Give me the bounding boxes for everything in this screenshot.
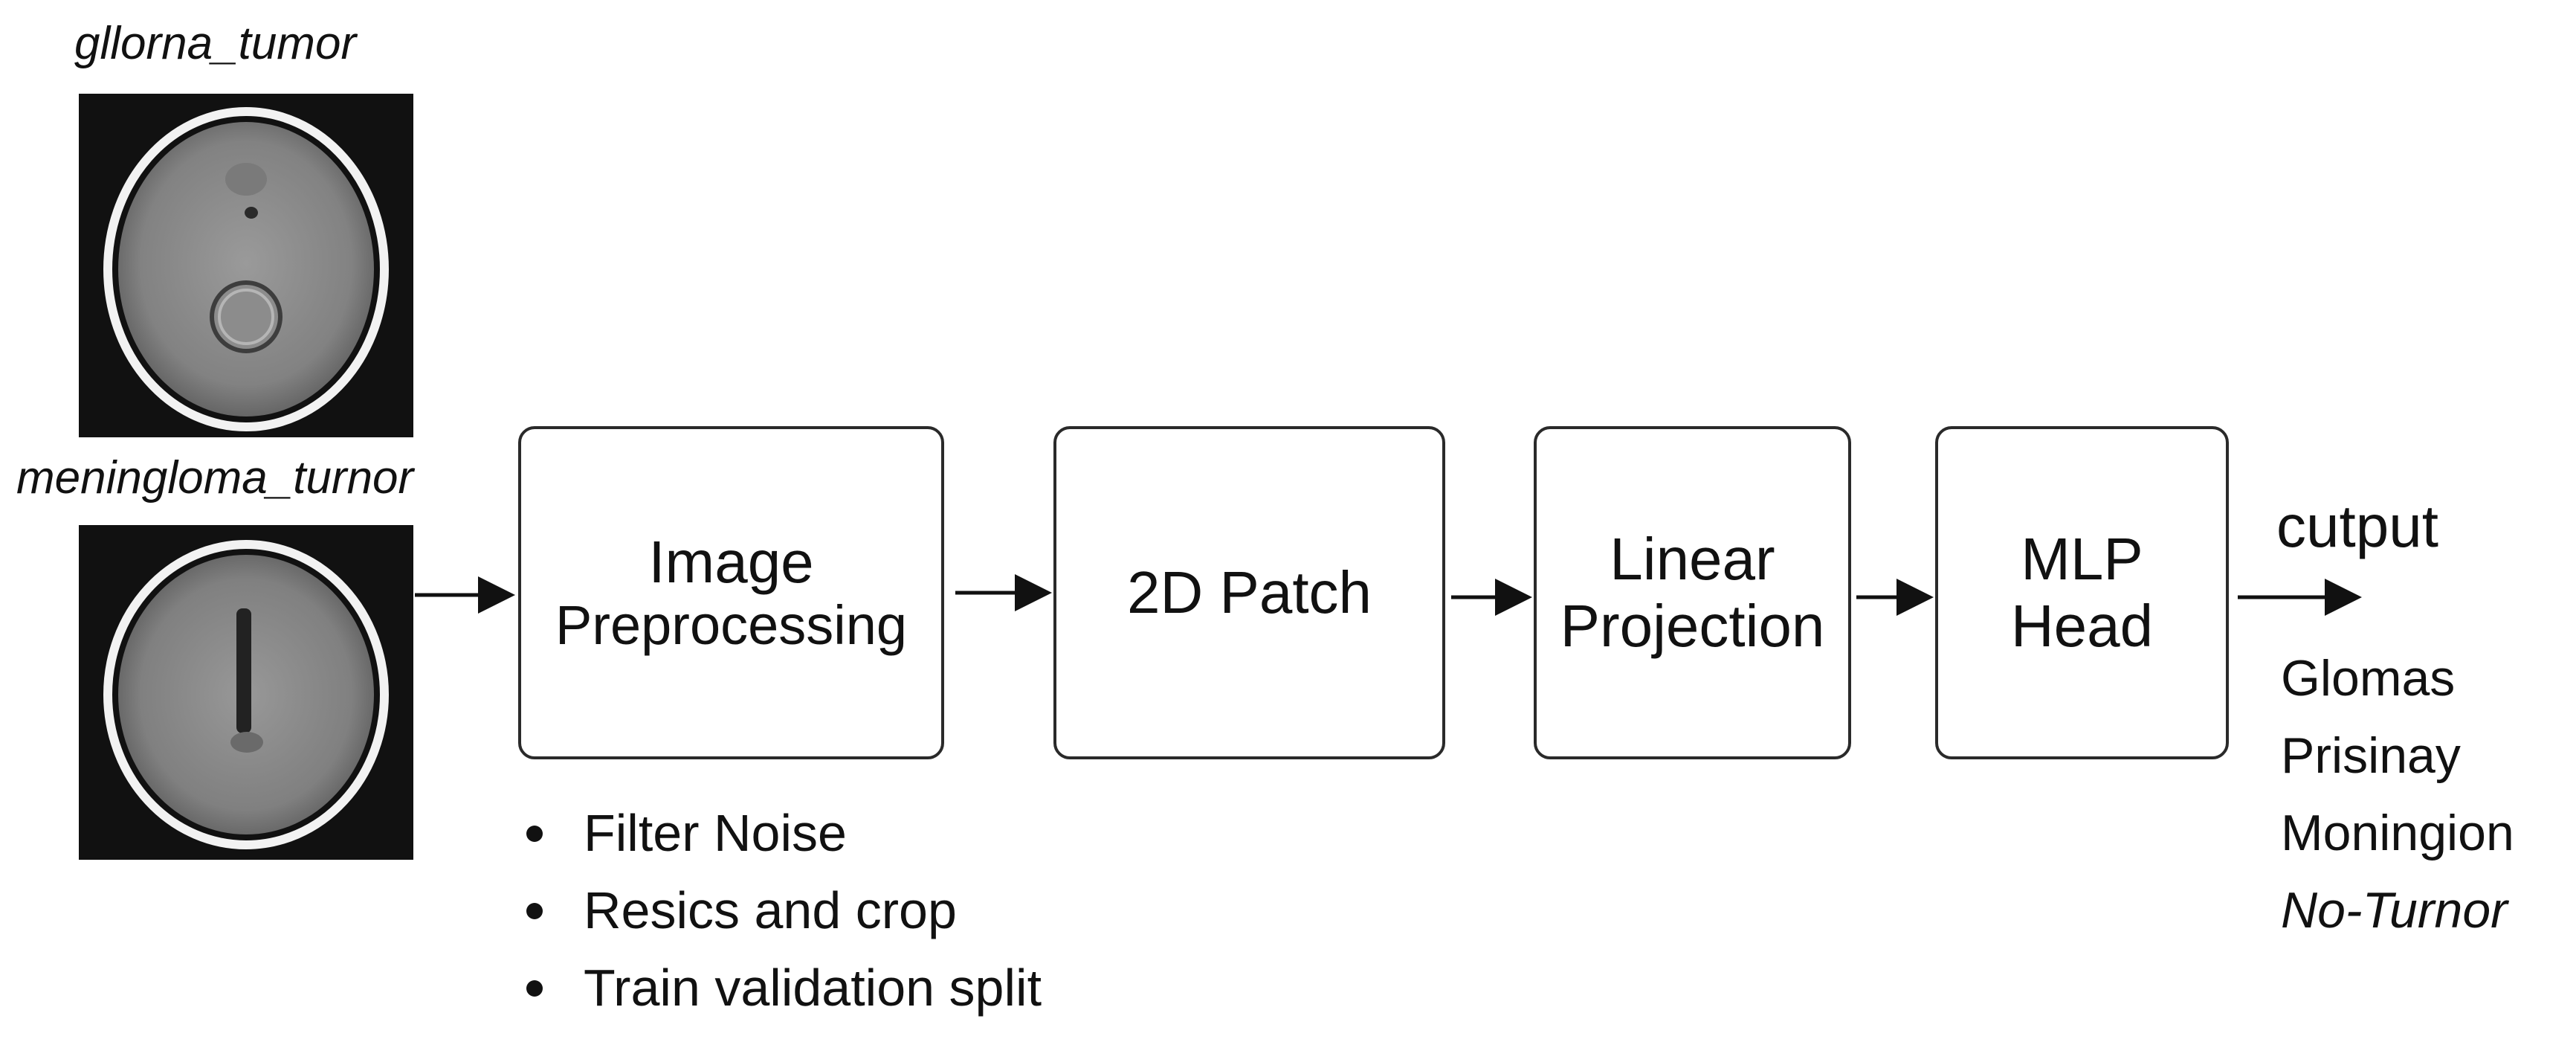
- step-text: Train validation split: [584, 959, 1042, 1017]
- list-item: Resics and crop: [513, 872, 1042, 949]
- output-class: Moningion: [2281, 805, 2514, 861]
- bullet-dot-icon: [526, 903, 543, 919]
- preprocessing-steps-list: Filter Noise Resics and crop Train valid…: [513, 794, 1042, 1026]
- input-label-glioma: gllorna_tumor: [74, 18, 357, 69]
- image-preprocessing-box: Image Preprocessing: [518, 426, 944, 759]
- mri-scan-glioma-icon: [79, 94, 413, 437]
- 2d-patch-box: 2D Patch: [1053, 426, 1445, 759]
- image-preprocessing-label-line2: Preprocessing: [555, 594, 907, 657]
- step-text: Filter Noise: [584, 804, 847, 862]
- mri-scan-meningioma-icon: [79, 525, 413, 860]
- mlp-head-label-line2: Head: [2010, 593, 2154, 659]
- bullet-dot-icon: [526, 826, 543, 842]
- mlp-head-box: MLP Head: [1935, 426, 2229, 759]
- bullet-dot-icon: [526, 980, 543, 997]
- list-item: Train validation split: [513, 949, 1042, 1026]
- image-preprocessing-label-line1: Image: [648, 528, 814, 595]
- output-classes-list: Glomas Prisinay Moningion No-Turnor: [2281, 640, 2514, 949]
- linear-projection-label-line1: Linear: [1610, 526, 1775, 593]
- step-text: Resics and crop: [584, 881, 957, 939]
- 2d-patch-label: 2D Patch: [1126, 559, 1372, 626]
- input-label-meningioma: meningloma_turnor: [16, 452, 414, 504]
- output-class: No-Turnor: [2281, 882, 2508, 939]
- mlp-head-label-line1: MLP: [2021, 526, 2143, 593]
- output-class: Prisinay: [2281, 727, 2461, 784]
- output-class: Glomas: [2281, 650, 2456, 707]
- linear-projection-label-line2: Projection: [1560, 593, 1825, 659]
- output-title: cutput: [2276, 493, 2438, 559]
- list-item: Filter Noise: [513, 794, 1042, 872]
- linear-projection-box: Linear Projection: [1534, 426, 1851, 759]
